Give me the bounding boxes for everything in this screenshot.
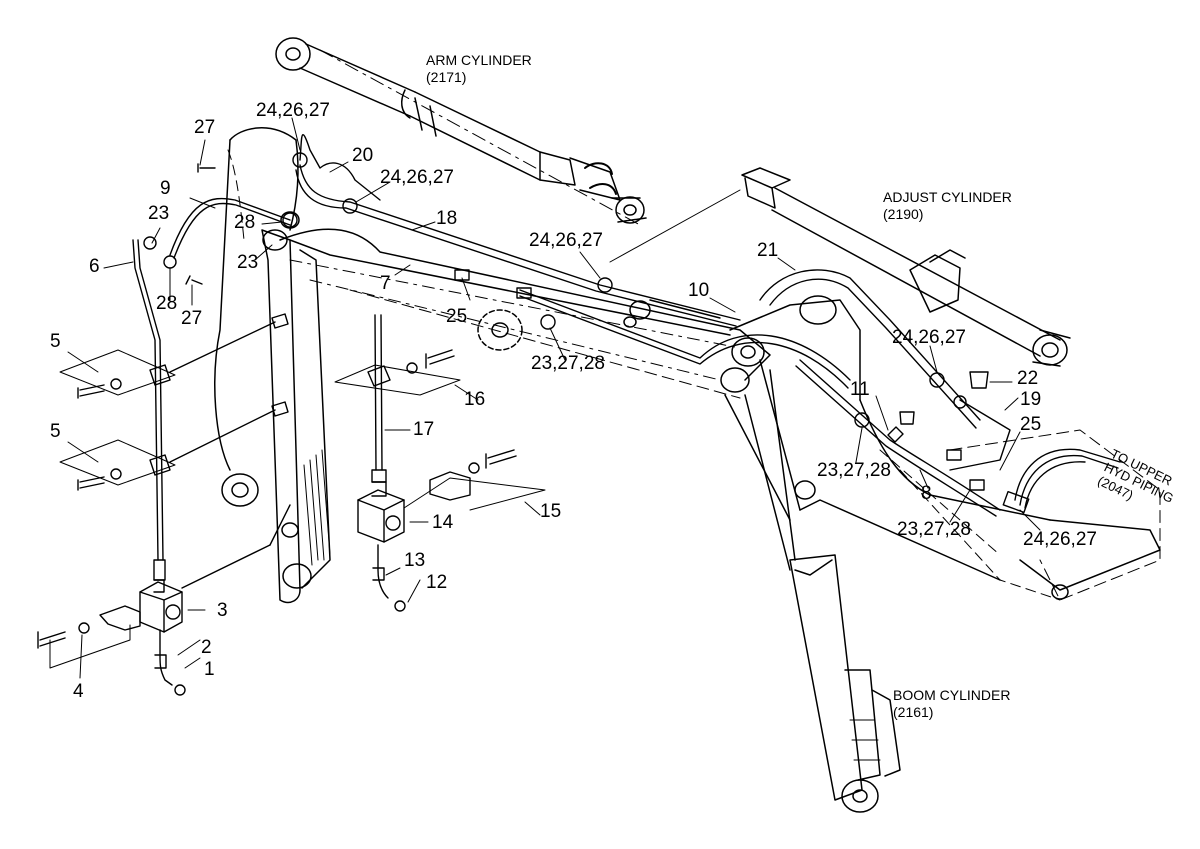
callout-23-left: 23: [148, 203, 170, 224]
boom-cylinder-drawing: [744, 369, 901, 813]
boom-cylinder-ref: (2161): [893, 704, 934, 720]
callout-4: 4: [73, 681, 84, 702]
callout-17: 17: [413, 419, 435, 440]
callout-24-26-27-upper: 24,26,27: [380, 167, 454, 188]
hydraulic-piping-drawing: [132, 134, 1121, 581]
callout-27-top: 27: [194, 117, 216, 138]
callout-23-27-28-mid: 23,27,28: [531, 353, 605, 374]
callout-7: 7: [380, 273, 391, 294]
arm-cylinder-drawing: [275, 37, 647, 226]
callout-24-26-27-lower: 24,26,27: [1023, 529, 1097, 550]
left-details-drawing: [37, 313, 546, 696]
callout-10: 10: [688, 280, 710, 301]
callout-20: 20: [352, 145, 374, 166]
callout-28-lower: 28: [156, 293, 178, 314]
callout-8: 8: [921, 483, 932, 504]
adjust-cylinder-ref: (2190): [883, 206, 924, 222]
callout-23-27-28-right: 23,27,28: [817, 460, 891, 481]
callout-2: 2: [201, 637, 212, 658]
arm-cylinder-name: ARM CYLINDER: [426, 52, 532, 68]
adjust-cylinder-caption: ADJUST CYLINDER (2190): [883, 189, 1012, 223]
boom-cylinder-name: BOOM CYLINDER: [893, 687, 1011, 703]
callout-1: 1: [204, 659, 215, 680]
callout-24-26-27-mid: 24,26,27: [529, 230, 603, 251]
boom-structure-drawing: [214, 127, 1051, 604]
callout-21: 21: [757, 240, 779, 261]
callout-28-upper: 28: [234, 212, 256, 233]
callout-25-left: 25: [446, 306, 468, 327]
upper-frame-drawing: [879, 429, 1161, 601]
callout-5-upper: 5: [50, 331, 61, 352]
callout-15: 15: [540, 501, 562, 522]
arm-cylinder-caption: ARM CYLINDER (2171): [426, 52, 532, 86]
boom-cylinder-caption: BOOM CYLINDER (2161): [893, 687, 1010, 721]
callout-14: 14: [432, 512, 454, 533]
callout-19: 19: [1020, 389, 1042, 410]
callout-24-26-27-top: 24,26,27: [256, 100, 330, 121]
callout-18: 18: [436, 208, 458, 229]
callout-16: 16: [464, 389, 486, 410]
adjust-cylinder-drawing: [609, 167, 1071, 367]
callout-12: 12: [426, 572, 448, 593]
arm-cylinder-ref: (2171): [426, 69, 467, 85]
callout-27-bottom: 27: [181, 308, 203, 329]
callout-24-26-27-right: 24,26,27: [892, 327, 966, 348]
callout-13: 13: [404, 550, 426, 571]
callout-11: 11: [850, 379, 870, 400]
callout-6: 6: [89, 256, 100, 277]
adjust-cylinder-name: ADJUST CYLINDER: [883, 189, 1012, 205]
callout-25-right: 25: [1020, 414, 1042, 435]
callout-5-lower: 5: [50, 421, 61, 442]
callout-3: 3: [217, 600, 228, 621]
callout-23-27-28-lower: 23,27,28: [897, 519, 971, 540]
callout-9: 9: [160, 178, 171, 199]
callout-22: 22: [1017, 368, 1039, 389]
callout-23-boom: 23: [237, 252, 259, 273]
leader-lines: [67, 117, 1041, 679]
